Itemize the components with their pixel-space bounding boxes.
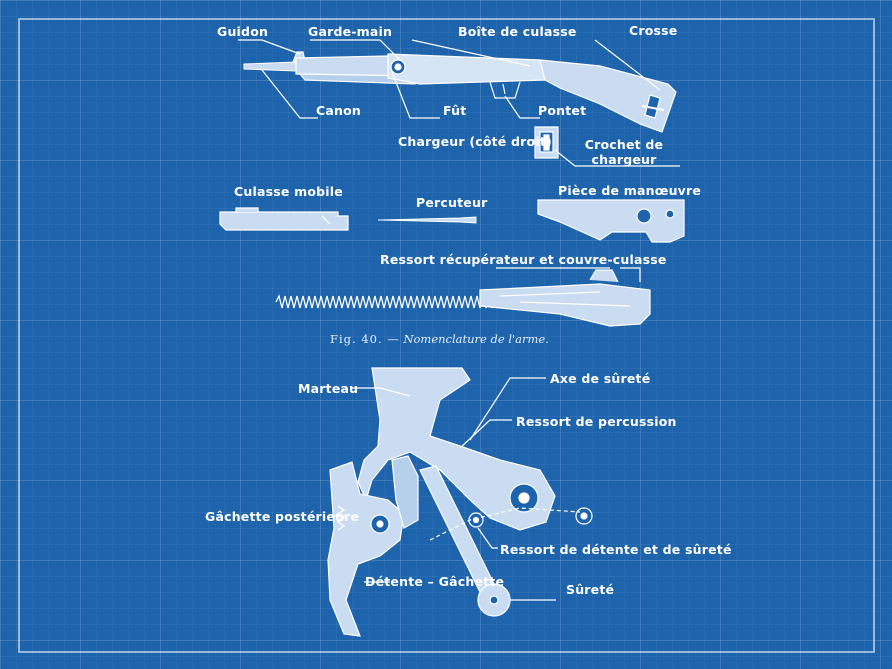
leader-ressort-percussion (459, 419, 512, 449)
figure-caption: Fig. 40. — Nomenclature de l'arme. (330, 332, 549, 346)
label-guidon: Guidon (217, 24, 269, 39)
leader-ressort-detente (477, 527, 498, 549)
sear-teeth (336, 505, 346, 531)
label-surete: Sûreté (566, 582, 615, 597)
rifle-receiver (387, 53, 546, 85)
bolt-drawing (219, 211, 349, 231)
label-canon: Canon (316, 103, 361, 118)
leader-crochet (554, 149, 680, 167)
recoil-cover-drawing (479, 283, 651, 327)
sear-drawing (327, 461, 405, 637)
leader-pontet (504, 95, 540, 119)
sheet-border (18, 18, 875, 653)
rifle-stock (539, 59, 677, 133)
label-fut: Fût (443, 103, 467, 118)
label-marteau: Marteau (298, 381, 359, 396)
rifle-barrel (243, 61, 297, 72)
label-crochet-line2: chargeur (591, 152, 657, 167)
hammer-drawing (357, 367, 556, 531)
leader-fut (391, 71, 440, 119)
label-gachette-posterieure: Gâchette postérieure (205, 509, 360, 524)
leader-garde-main (310, 39, 401, 61)
detent-spring (429, 507, 581, 541)
label-ressort-de-percussion: Ressort de percussion (516, 414, 677, 429)
leader-axe (469, 377, 546, 441)
rifle-drawing (238, 39, 677, 133)
leader-boite (411, 39, 531, 67)
label-crochet-line1: Crochet de (584, 137, 664, 152)
label-crochet-de-chargeur: Crochet de chargeur (584, 137, 664, 167)
label-garde-main: Garde-main (308, 24, 393, 39)
parts-drawing (219, 199, 685, 327)
leader-marteau (350, 387, 411, 397)
rifle-handguard (295, 55, 389, 77)
charging-handle-drawing (537, 199, 685, 243)
figure-title: Nomenclature de l'arme. (403, 332, 549, 346)
label-percuteur: Percuteur (416, 195, 488, 210)
leader-guidon (238, 39, 301, 55)
label-detente-gachette: Détente – Gâchette (365, 574, 505, 589)
mechanism-drawing (327, 367, 593, 637)
rifle-trigger-guard (489, 81, 521, 99)
label-piece-de-manoeuvre: Pièce de manœuvre (558, 183, 702, 198)
label-axe-de-surete: Axe de sûreté (550, 371, 651, 386)
figure-number: Fig. 40. — (330, 332, 400, 346)
leader-canon (261, 69, 318, 119)
label-crosse: Crosse (629, 23, 678, 38)
label-boite-de-culasse: Boîte de culasse (458, 24, 577, 39)
leader-crosse (594, 39, 661, 91)
magazine-drawing (528, 126, 680, 167)
label-culasse-mobile: Culasse mobile (234, 184, 343, 199)
label-pontet: Pontet (538, 103, 587, 118)
recoil-spring-drawing (275, 294, 514, 309)
label-chargeur: Chargeur (côté droit) (398, 134, 552, 149)
trigger-piece (391, 455, 419, 529)
label-ressort-recuperateur: Ressort récupérateur et couvre-culasse (380, 252, 667, 267)
firing-pin-drawing (377, 216, 477, 224)
label-ressort-de-detente: Ressort de détente et de sûreté (500, 542, 732, 557)
rifle-sling-swivel (644, 94, 661, 119)
